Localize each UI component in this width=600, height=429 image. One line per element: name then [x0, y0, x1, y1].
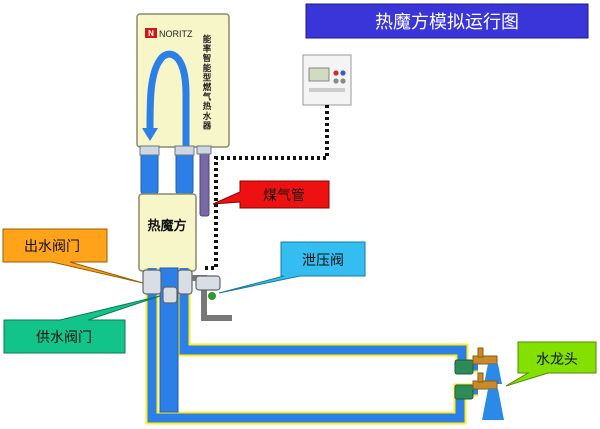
controller-display: [308, 67, 330, 82]
heater-label-char: 热: [203, 101, 212, 112]
heater-label-char: 能: [203, 34, 212, 45]
flow-arrow: [142, 128, 158, 141]
heat-cube-label: 热魔方: [147, 218, 186, 234]
controller-button: [333, 78, 339, 84]
faucet-spout: [472, 355, 498, 365]
relief-valve-callout: [218, 241, 366, 294]
heater-label-char: 能: [203, 63, 212, 74]
heater-outlet-fitting: [174, 145, 195, 156]
relief-valve-label: 泄压阀: [302, 253, 344, 269]
heater-label-char: 智: [202, 53, 212, 64]
faucet-base: [454, 359, 474, 375]
faucet-lower: [454, 372, 504, 420]
downpipe: [159, 267, 179, 413]
faucet-base: [454, 384, 474, 400]
heater-label-char: 型: [203, 72, 212, 83]
gas-pipe: [199, 149, 210, 217]
relief-valve: [195, 275, 221, 291]
outlet-valve-callout: [2, 228, 144, 284]
controller-button: [333, 70, 339, 76]
heat-exchanger-loop: [146, 50, 190, 154]
heater-label-char: 率: [203, 44, 212, 55]
controller-button: [340, 78, 346, 84]
faucet-handle: [477, 372, 484, 383]
gas-pipe-fitting: [196, 145, 212, 155]
svg-text:N: N: [148, 29, 154, 38]
title-banner: [305, 3, 589, 39]
heater-label-char: 水: [202, 111, 212, 122]
water-stream: [484, 364, 502, 384]
noritz-logo-mark: [145, 28, 157, 38]
outlet-valve-label: 出水阀门: [24, 239, 80, 255]
faucet-spout: [472, 380, 498, 390]
heater-inlet-fitting: [139, 145, 160, 156]
supply-valve-label: 供水阀门: [36, 330, 92, 346]
supply-valve: [162, 286, 178, 304]
faucet-upper: [454, 347, 502, 384]
faucet-callout: [505, 341, 597, 387]
controller-button: [340, 70, 346, 76]
controller-strip: [309, 88, 345, 92]
heater-brand: NORITZ: [159, 29, 193, 39]
relief-valve-knob: [208, 292, 216, 300]
gas-pipe-callout: [212, 180, 330, 209]
noritz-logo: N NORITZ: [145, 28, 193, 39]
faucet-handle: [477, 347, 484, 358]
heater-label-char: 气: [202, 92, 212, 103]
faucet-label: 水龙头: [536, 352, 578, 368]
gas-pipe-label: 煤气管: [263, 188, 305, 204]
heater-label-char: 器: [202, 121, 212, 131]
page-title: 热魔方模拟运行图: [375, 12, 519, 33]
supply-valve-callout: [3, 295, 161, 354]
water-stream: [482, 389, 504, 420]
return-valve: [177, 269, 193, 295]
outlet-valve: [142, 269, 162, 295]
remote-cable: [204, 105, 329, 270]
heater-label-char: 燃: [203, 82, 212, 93]
